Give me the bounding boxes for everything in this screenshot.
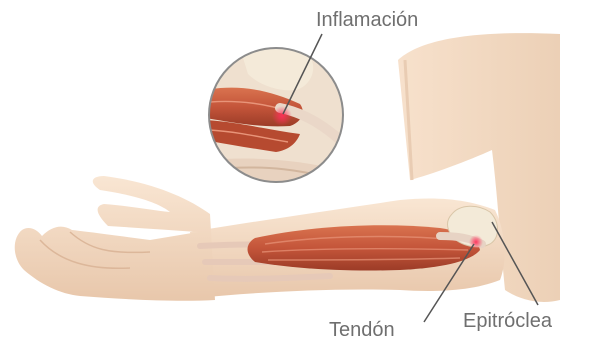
label-epitroclea: Epitróclea	[463, 311, 552, 331]
inflammation-spot	[469, 235, 483, 249]
magnified-inset	[200, 40, 360, 200]
label-inflamacion: Inflamación	[316, 10, 418, 30]
label-tendon: Tendón	[329, 320, 395, 340]
hand	[15, 176, 215, 301]
